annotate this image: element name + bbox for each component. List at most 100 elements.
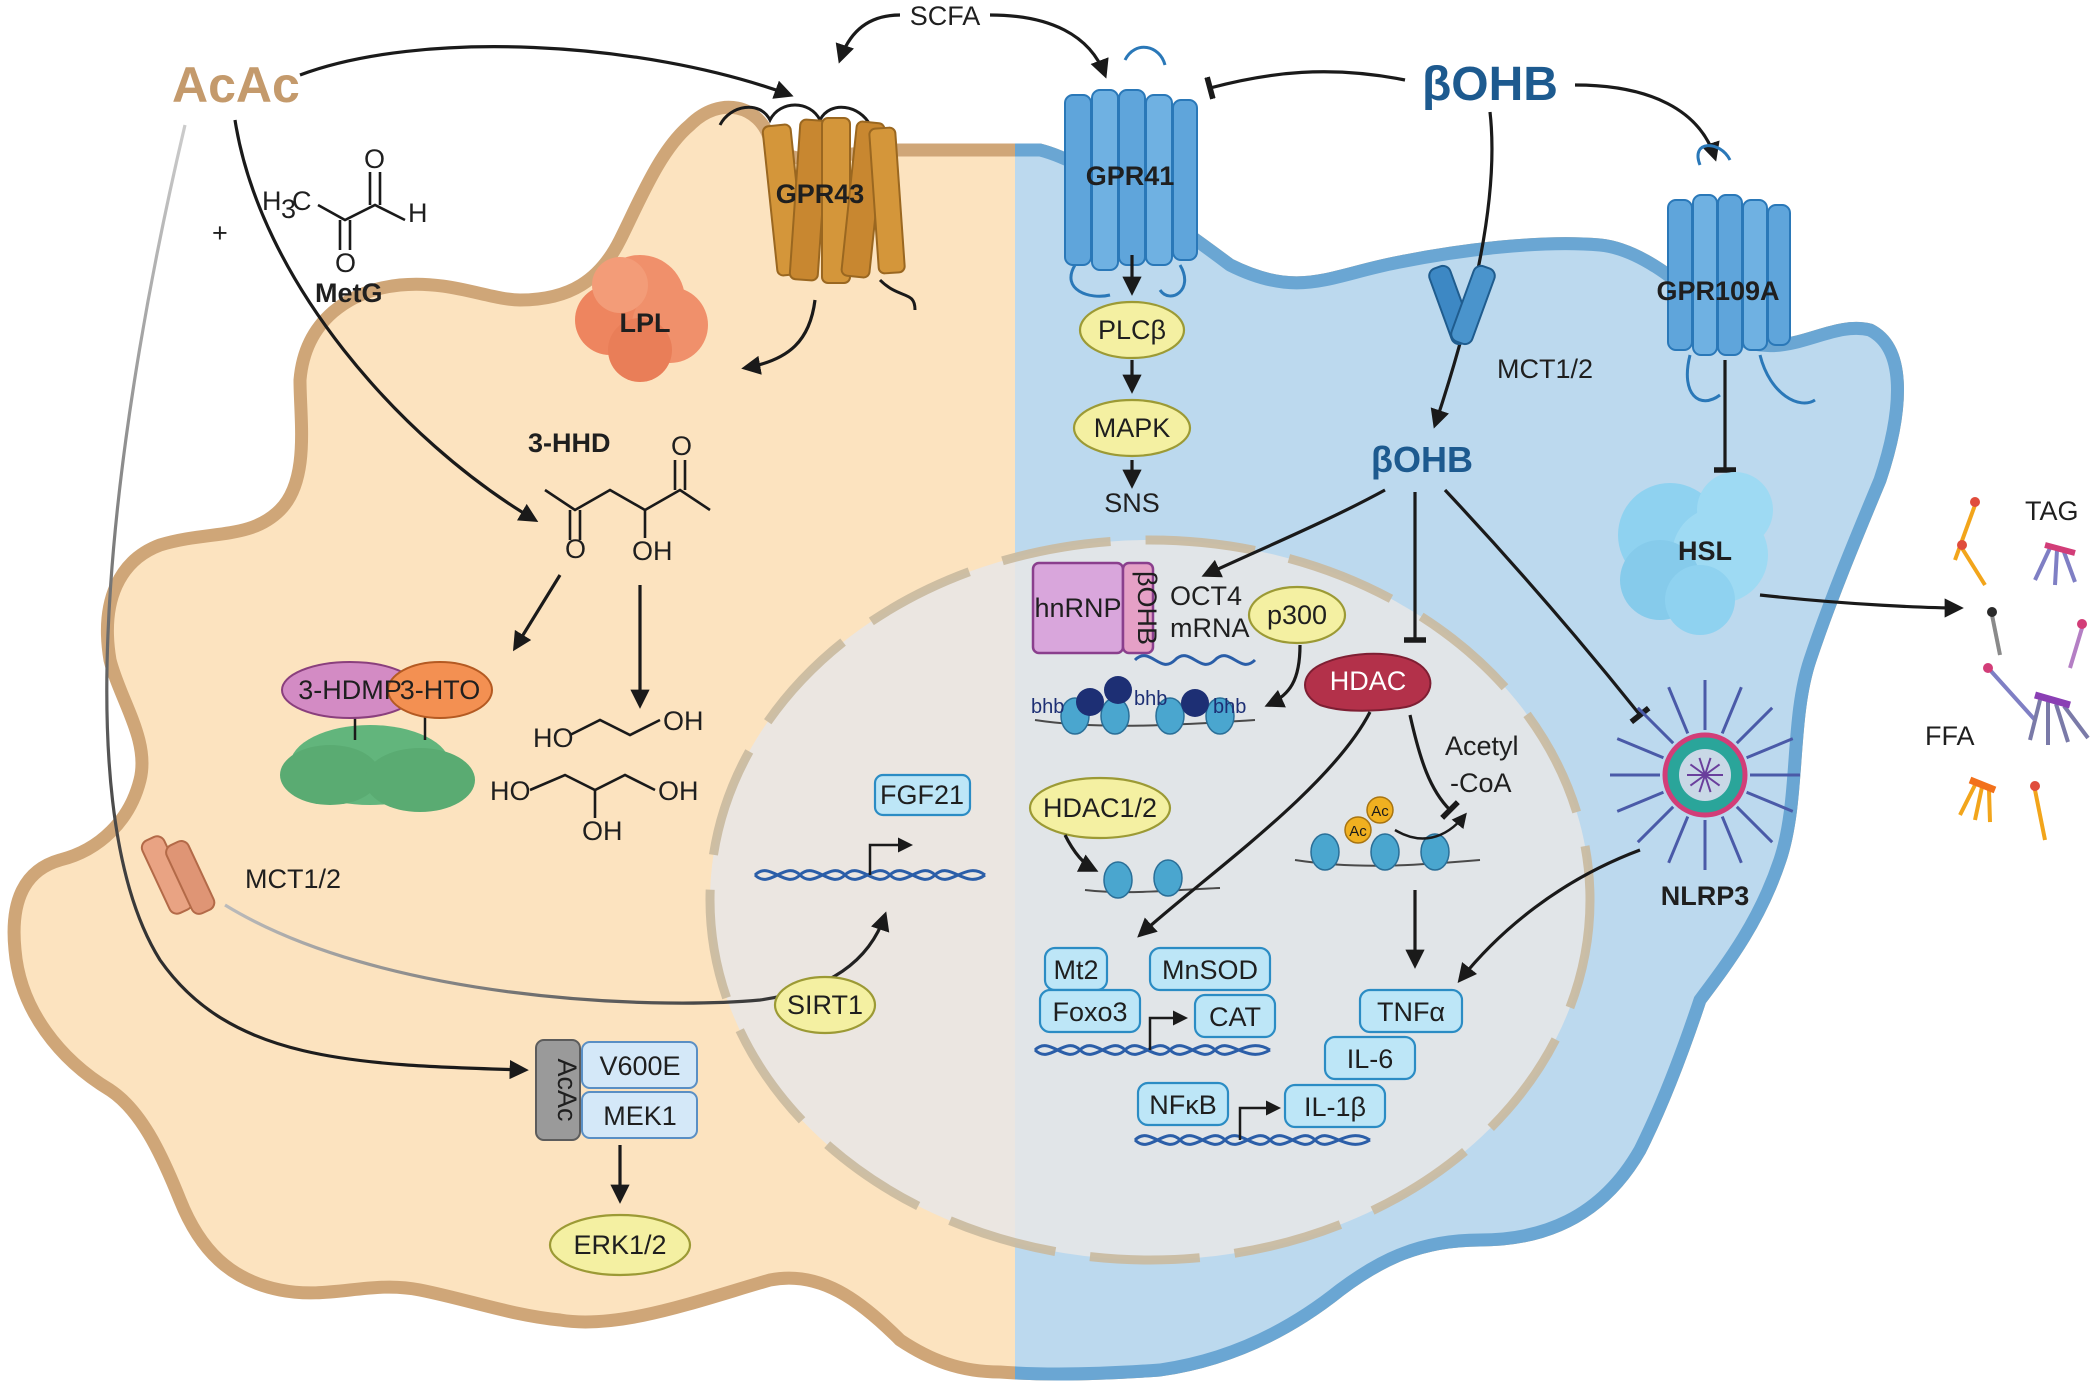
sirt1-label: SIRT1 [787,990,863,1020]
sirt1-pill [773,975,877,1035]
antioxidant-genes: Mt2 MnSOD Foxo3 CAT [1033,946,1277,1056]
scfa-to-gpr41-arrow [989,13,1109,79]
nlrp3-ray [1667,816,1690,864]
nfkb-label: NFκB [1149,1090,1217,1120]
scfa-label: SCFA [910,1,981,31]
plcb-pill [1078,300,1186,360]
mek1-label: MEK1 [603,1101,677,1131]
3hhd-to-complex-arrow [512,574,562,652]
hdac-to-genes-arrow [1137,711,1372,938]
gpr43-to-lpl-arrow [741,299,817,375]
acac-to-gpr43-arrow [299,45,794,99]
gpr41-label: GPR41 [1086,161,1175,191]
mct-left-transporter [140,835,216,915]
bohb-entry-arrow [1430,111,1494,429]
nlrp3-core-spoke [1689,774,1706,787]
3hhd-molecule: O OH O [544,431,711,566]
plus-sign: + [212,218,228,248]
hsl-to-ffa-arrow [1759,593,1964,618]
acac-to-mek-arrow [105,124,529,1080]
mapk-pill [1072,398,1192,458]
metg-label: MetG [315,278,383,308]
cytokine-genes: TNFα IL-6 NFκB IL-1β [1133,988,1464,1146]
hnrnp-complex: hnRNP βOHB [1031,561,1257,666]
svg-text:Ac: Ac [1371,803,1389,820]
plcb-label: PLCβ [1098,315,1166,345]
svg-text:OH: OH [632,536,673,566]
svg-text:OH: OH [663,706,704,736]
metg-molecule: H 3 C H O O [262,144,428,278]
hsl-enzyme: HSL [1618,472,1773,635]
nlrp3-ray [1636,805,1675,844]
fgf21-dna [753,837,986,881]
p300-pill [1247,585,1347,645]
lipid-molecules [1953,497,2090,841]
svg-text:O: O [565,534,586,564]
svg-text:HO: HO [533,723,574,753]
acetyl-coa-label-1: Acetyl [1445,731,1519,761]
erk-label: ERK1/2 [573,1230,666,1260]
lpl-label: LPL [620,308,671,338]
nlrp3-ray [1720,816,1743,864]
acetylated-chromatin: Ac Ac [1294,796,1481,871]
nlrp3-ray [1636,706,1675,745]
scfa-to-gpr43-arrow [835,13,901,64]
bohb-to-hnrnp-arrow [1201,488,1386,578]
acac-to-3hhd-arrow [233,119,539,522]
bohb-top-label: βOHB [1422,58,1558,111]
nlrp3-ray [1746,737,1794,760]
svg-text:3: 3 [281,194,296,224]
nlrp3-core-spoke [1698,757,1706,776]
nlrp3-ray [1616,737,1664,760]
tag-label: TAG [2025,496,2079,526]
svg-text:OH: OH [582,816,623,846]
acac-label: AcAc [172,57,300,113]
p300-to-bhb-arrow [1264,644,1302,708]
bhb-label-1: bhb [1031,696,1064,718]
hdac-inhibit-acetylation [1408,714,1460,820]
nlrp3-core-spoke [1704,774,1712,793]
bhb-chromatin: bhb bhb bhb [1031,676,1256,735]
lpl-enzyme: LPL [575,255,708,382]
nlrp3-ray [1667,686,1690,734]
3hhd-label: 3-HHD [528,428,611,458]
bhb-label-3: bhb [1213,696,1246,718]
hdac12-label: HDAC1/2 [1043,793,1157,823]
hdmp-hto-complex: 3-HDMP 3-HTO [280,661,493,812]
nlrp3-core-spoke [1704,757,1712,776]
gpr41-receptor: GPR41 [1064,45,1198,298]
svg-text:H: H [262,186,282,216]
mct-right-transporter [1428,264,1496,346]
hdac-blob [1304,652,1432,712]
svg-text:O: O [335,248,356,278]
gpr43-label: GPR43 [776,179,865,209]
mct-right-label: MCT1/2 [1497,354,1593,384]
acetyl-coa-label-2: -CoA [1450,768,1512,798]
bohb-tag-label: βOHB [1132,571,1162,645]
3hto-label: 3-HTO [400,675,481,705]
svg-text:Ac: Ac [1349,823,1367,840]
hdac-label: HDAC [1330,666,1407,696]
svg-text:O: O [671,431,692,461]
bohb-inhibit-nlrp3 [1443,488,1651,725]
erk-pill [548,1213,692,1277]
hdac12-pill [1028,776,1172,840]
nlrp3-ray [1616,790,1664,813]
nlrp3-ray [1720,686,1743,734]
gpr109a-label: GPR109A [1656,276,1779,306]
nlrp3-core-spoke [1704,774,1721,787]
acac-tag-label: AcAc [552,1058,582,1121]
nlrp3-ray [1746,790,1794,813]
diol-molecules: HO OH HO OH OH [490,706,704,846]
mct-to-fgf21-arrow [224,903,890,1005]
nlrp3-ray [1735,805,1774,844]
il1b-label: IL-1β [1304,1092,1366,1122]
v600e-label: V600E [599,1051,680,1081]
ffa-label: FFA [1925,721,1975,751]
hnrnp-label: hnRNP [1034,593,1121,623]
nlrp3-inflammasome: NLRP3 [1610,680,1800,911]
nlrp3-ray [1735,706,1774,745]
hdac12-chromatin [1084,859,1221,899]
svg-text:C: C [292,186,312,216]
